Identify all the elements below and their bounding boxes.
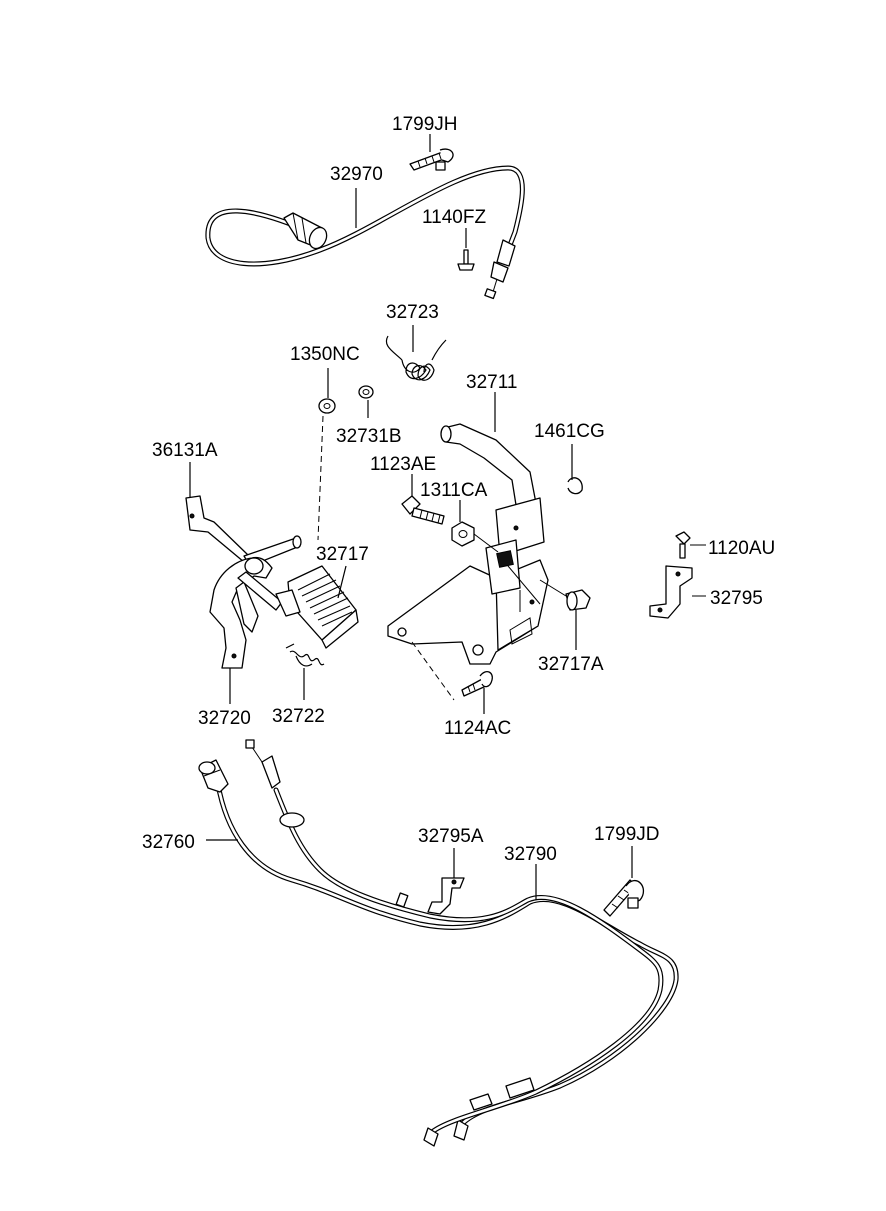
clip-1461CG: [567, 444, 583, 495]
label-32717A: 32717A: [538, 654, 604, 675]
pedal-pad-32717: [275, 565, 359, 649]
cable-32970: [205, 165, 525, 300]
bolt-1124AC: [461, 671, 493, 714]
cable-32970-knob: [283, 212, 328, 250]
label-1124AC: 1124AC: [444, 718, 511, 739]
label-1799JH: 1799JH: [392, 114, 458, 135]
label-1123AE: 1123AE: [370, 454, 436, 475]
bracket-32795: [649, 565, 706, 619]
label-1120AU: 1120AU: [708, 538, 775, 559]
spring-32723: [385, 325, 447, 381]
label-32970: 32970: [330, 164, 383, 185]
label-1311CA: 1311CA: [420, 480, 488, 501]
label-1140FZ: 1140FZ: [422, 207, 486, 228]
label-32790: 32790: [504, 844, 557, 865]
label-36131A: 36131A: [152, 440, 218, 461]
clip-1799JH: [409, 134, 454, 171]
cable-32790: [245, 739, 664, 1147]
label-32722: 32722: [272, 706, 325, 727]
label-32795A: 32795A: [418, 826, 484, 847]
label-32795: 32795: [710, 588, 763, 609]
label-32760: 32760: [142, 832, 195, 853]
cable-32970-end: [484, 239, 516, 300]
bracket-32711: [387, 392, 549, 701]
label-32717: 32717: [316, 544, 369, 565]
label-32711: 32711: [466, 372, 517, 393]
cable-32760: [198, 759, 679, 1141]
ring-32731B: [358, 385, 374, 418]
label-32723: 32723: [386, 302, 439, 323]
bolt-1123AE: [401, 474, 445, 525]
washer-1350NC: [317, 368, 336, 541]
bracket-32795A: [427, 848, 465, 915]
nut-1311CA: [451, 500, 499, 553]
label-1350NC: 1350NC: [290, 344, 360, 365]
label-1799JD: 1799JD: [594, 824, 660, 845]
clip-1799JD: [603, 846, 645, 917]
spring-32722: [285, 643, 325, 700]
bolt-1120AU: [675, 531, 706, 559]
label-32731B: 32731B: [336, 426, 402, 447]
pedal-arm-32720: [185, 462, 302, 669]
label-1461CG: 1461CG: [534, 421, 605, 442]
bolt-1140FZ: [457, 228, 475, 271]
label-32720: 32720: [198, 708, 251, 729]
cable-32760-knob: [198, 759, 229, 793]
bushing-32717A: [539, 579, 591, 650]
